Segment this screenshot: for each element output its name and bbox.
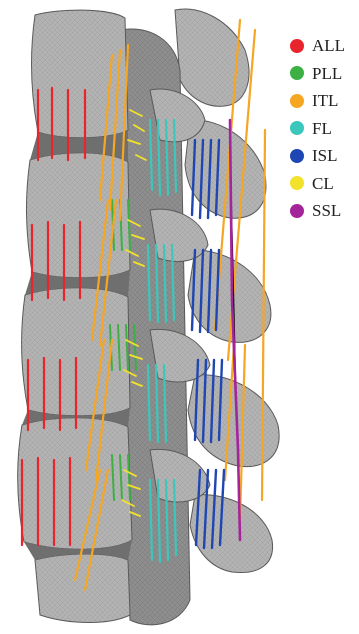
legend-swatch-ssl bbox=[290, 204, 304, 218]
posterior-elements bbox=[110, 9, 279, 625]
legend-swatch-isl bbox=[290, 149, 304, 163]
legend-item-all: ALL bbox=[290, 32, 356, 60]
legend-item-ssl: SSL bbox=[290, 197, 356, 225]
vertebral-bodies bbox=[18, 10, 132, 622]
legend-label-itl: ITL bbox=[312, 92, 338, 109]
legend-item-pll: PLL bbox=[290, 60, 356, 88]
legend-label-cl: CL bbox=[312, 175, 334, 192]
legend-item-cl: CL bbox=[290, 170, 356, 198]
legend-swatch-itl bbox=[290, 94, 304, 108]
legend-item-itl: ITL bbox=[290, 87, 356, 115]
legend-label-fl: FL bbox=[312, 120, 332, 137]
legend-label-isl: ISL bbox=[312, 147, 338, 164]
legend-label-ssl: SSL bbox=[312, 202, 341, 219]
vertebral-body-1 bbox=[32, 10, 128, 138]
vertebral-body-4 bbox=[18, 418, 132, 550]
legend-swatch-all bbox=[290, 39, 304, 53]
legend: ALL PLL ITL FL ISL CL SSL bbox=[290, 32, 356, 225]
spinous-process-5 bbox=[190, 495, 273, 573]
legend-label-all: ALL bbox=[312, 37, 345, 54]
legend-swatch-pll bbox=[290, 66, 304, 80]
legend-label-pll: PLL bbox=[312, 65, 342, 82]
legend-swatch-cl bbox=[290, 176, 304, 190]
legend-swatch-fl bbox=[290, 121, 304, 135]
spinous-process-4 bbox=[188, 375, 279, 467]
legend-item-isl: ISL bbox=[290, 142, 356, 170]
legend-item-fl: FL bbox=[290, 115, 356, 143]
vertebral-body-5 bbox=[35, 554, 130, 623]
